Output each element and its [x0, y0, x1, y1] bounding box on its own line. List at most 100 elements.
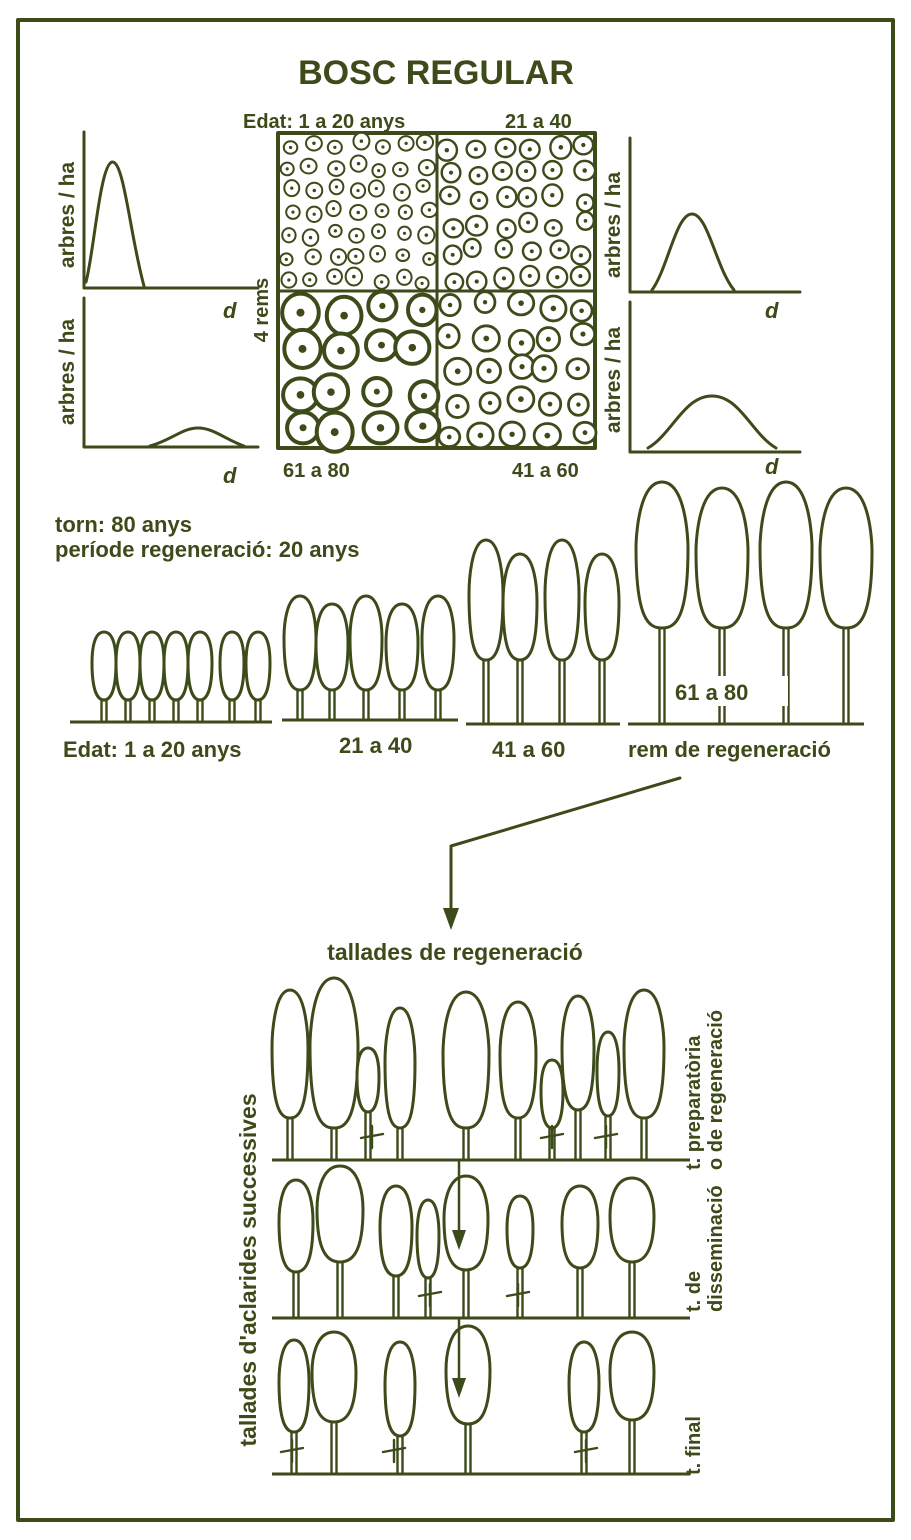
- tree-crown: [380, 1186, 412, 1276]
- tree-trunk-dot: [584, 219, 588, 223]
- regeneration-side-label: tallades d'aclarides successives: [235, 1093, 261, 1446]
- cell-age-61-80: [282, 291, 439, 451]
- tree-crown: [597, 1032, 619, 1116]
- rotation-line-1: torn: 80 anys: [55, 512, 192, 537]
- grid-age-top-right: 21 a 40: [505, 111, 572, 133]
- tree-crown: [545, 540, 579, 660]
- tree-crown: [385, 1008, 415, 1128]
- tree-trunk-dot: [379, 303, 385, 309]
- tree-crown: [820, 488, 872, 628]
- cell-age-1-20: [280, 133, 437, 290]
- tree-trunk-dot: [487, 368, 492, 373]
- tree-trunk-dot: [502, 276, 506, 280]
- tree-trunk-dot: [327, 388, 335, 396]
- tree-trunk-dot: [483, 300, 487, 304]
- tree-trunk-dot: [289, 146, 292, 149]
- tree-trunk-dot: [503, 146, 507, 150]
- tree-trunk-dot: [548, 402, 553, 407]
- tree-trunk-dot: [334, 229, 337, 232]
- tree-crown: [385, 1342, 415, 1436]
- tree-trunk-dot: [552, 226, 556, 230]
- tree-crown: [386, 604, 418, 690]
- tree-trunk-dot: [581, 143, 585, 147]
- tree-trunk-dot: [425, 233, 429, 237]
- tree-trunk-dot: [509, 432, 514, 437]
- distribution-curve: [652, 214, 734, 290]
- tree-crown: [422, 596, 454, 690]
- tree-trunk-dot: [500, 169, 504, 173]
- tree-trunk-dot: [518, 396, 524, 402]
- tree-trunk-dot: [448, 303, 452, 307]
- distribution-curve: [150, 428, 244, 446]
- tree-trunk-dot: [352, 275, 356, 279]
- tree-trunk-dot: [474, 223, 479, 228]
- tree-crown: [417, 1200, 439, 1278]
- compartment-grid: Edat: 1 a 20 anys 21 a 40 4 rems 61 a 80…: [243, 111, 596, 482]
- tree-trunk-dot: [579, 309, 584, 314]
- tree-trunk-dot: [576, 402, 580, 406]
- tree-trunk-dot: [419, 307, 425, 313]
- tree-trunk-dot: [285, 258, 288, 261]
- tree-trunk-dot: [399, 168, 402, 171]
- plot-bottom-right: arbres / ha d: [602, 302, 800, 479]
- grid-age-bottom-right: 41 a 60: [512, 460, 579, 482]
- tree-trunk-dot: [309, 236, 312, 239]
- tree-trunk-dot: [378, 342, 385, 349]
- tree-trunk-dot: [550, 193, 554, 197]
- tree-trunk-dot: [337, 347, 344, 354]
- tree-crown: [507, 1196, 533, 1268]
- tree-trunk-dot: [519, 364, 524, 369]
- tree-trunk-dot: [313, 189, 317, 193]
- tree-trunk-dot: [357, 162, 361, 166]
- tree-trunk-dot: [580, 332, 585, 337]
- tree-trunk-dot: [477, 199, 481, 203]
- regeneration-title: tallades de regeneració: [327, 939, 583, 965]
- tree-crown: [317, 1166, 363, 1262]
- tree-trunk-dot: [579, 253, 583, 257]
- tree-trunk-dot: [340, 312, 348, 320]
- tree-trunk-dot: [483, 336, 489, 342]
- tree-crown: [500, 1002, 536, 1118]
- stage2-label-line2: disseminació: [705, 1185, 727, 1312]
- tree-trunk-dot: [578, 274, 582, 278]
- tree-crown: [310, 978, 358, 1128]
- tree-trunk-dot: [300, 424, 307, 431]
- tree-crown: [312, 1332, 356, 1422]
- plot-y-label: arbres / ha: [602, 172, 625, 279]
- tree-trunk-dot: [449, 171, 453, 175]
- stand-label-4: rem de regeneració: [628, 737, 831, 762]
- tree-trunk-dot: [332, 207, 335, 210]
- tree-trunk-dot: [582, 168, 587, 173]
- tree-trunk-dot: [455, 404, 460, 409]
- tree-crown: [624, 990, 664, 1118]
- tree-trunk-dot: [356, 189, 359, 192]
- tree-crown: [316, 604, 348, 690]
- tree-crown: [220, 632, 244, 700]
- tree-trunk-dot: [518, 300, 524, 306]
- tree-trunk-dot: [403, 232, 406, 235]
- tree-trunk-dot: [312, 142, 315, 145]
- stage1-label-line2: o de regeneració: [705, 1010, 727, 1170]
- tree-trunk-dot: [374, 389, 380, 395]
- tree-crown: [610, 1332, 654, 1420]
- cut-stage-preparatory: [272, 978, 690, 1160]
- tree-trunk-dot: [356, 211, 360, 215]
- tree-trunk-dot: [287, 234, 290, 237]
- tree-crown: [279, 1340, 309, 1432]
- tree-crown: [610, 1178, 654, 1262]
- tree-trunk-dot: [448, 193, 452, 197]
- tree-trunk-dot: [452, 280, 456, 284]
- stand-age-1-20: [70, 632, 272, 722]
- tree-trunk-dot: [376, 252, 379, 255]
- tree-trunk-dot: [445, 148, 449, 152]
- plot-y-label: arbres / ha: [602, 327, 625, 434]
- tree-trunk-dot: [528, 274, 532, 278]
- cell-age-41-60: [437, 291, 596, 447]
- tree-trunk-dot: [286, 167, 289, 170]
- tree-trunk-dot: [335, 185, 338, 188]
- tree-trunk-dot: [400, 191, 403, 194]
- tree-trunk-dot: [584, 201, 588, 205]
- plot-x-label: d: [765, 454, 779, 479]
- tree-trunk-dot: [470, 246, 474, 250]
